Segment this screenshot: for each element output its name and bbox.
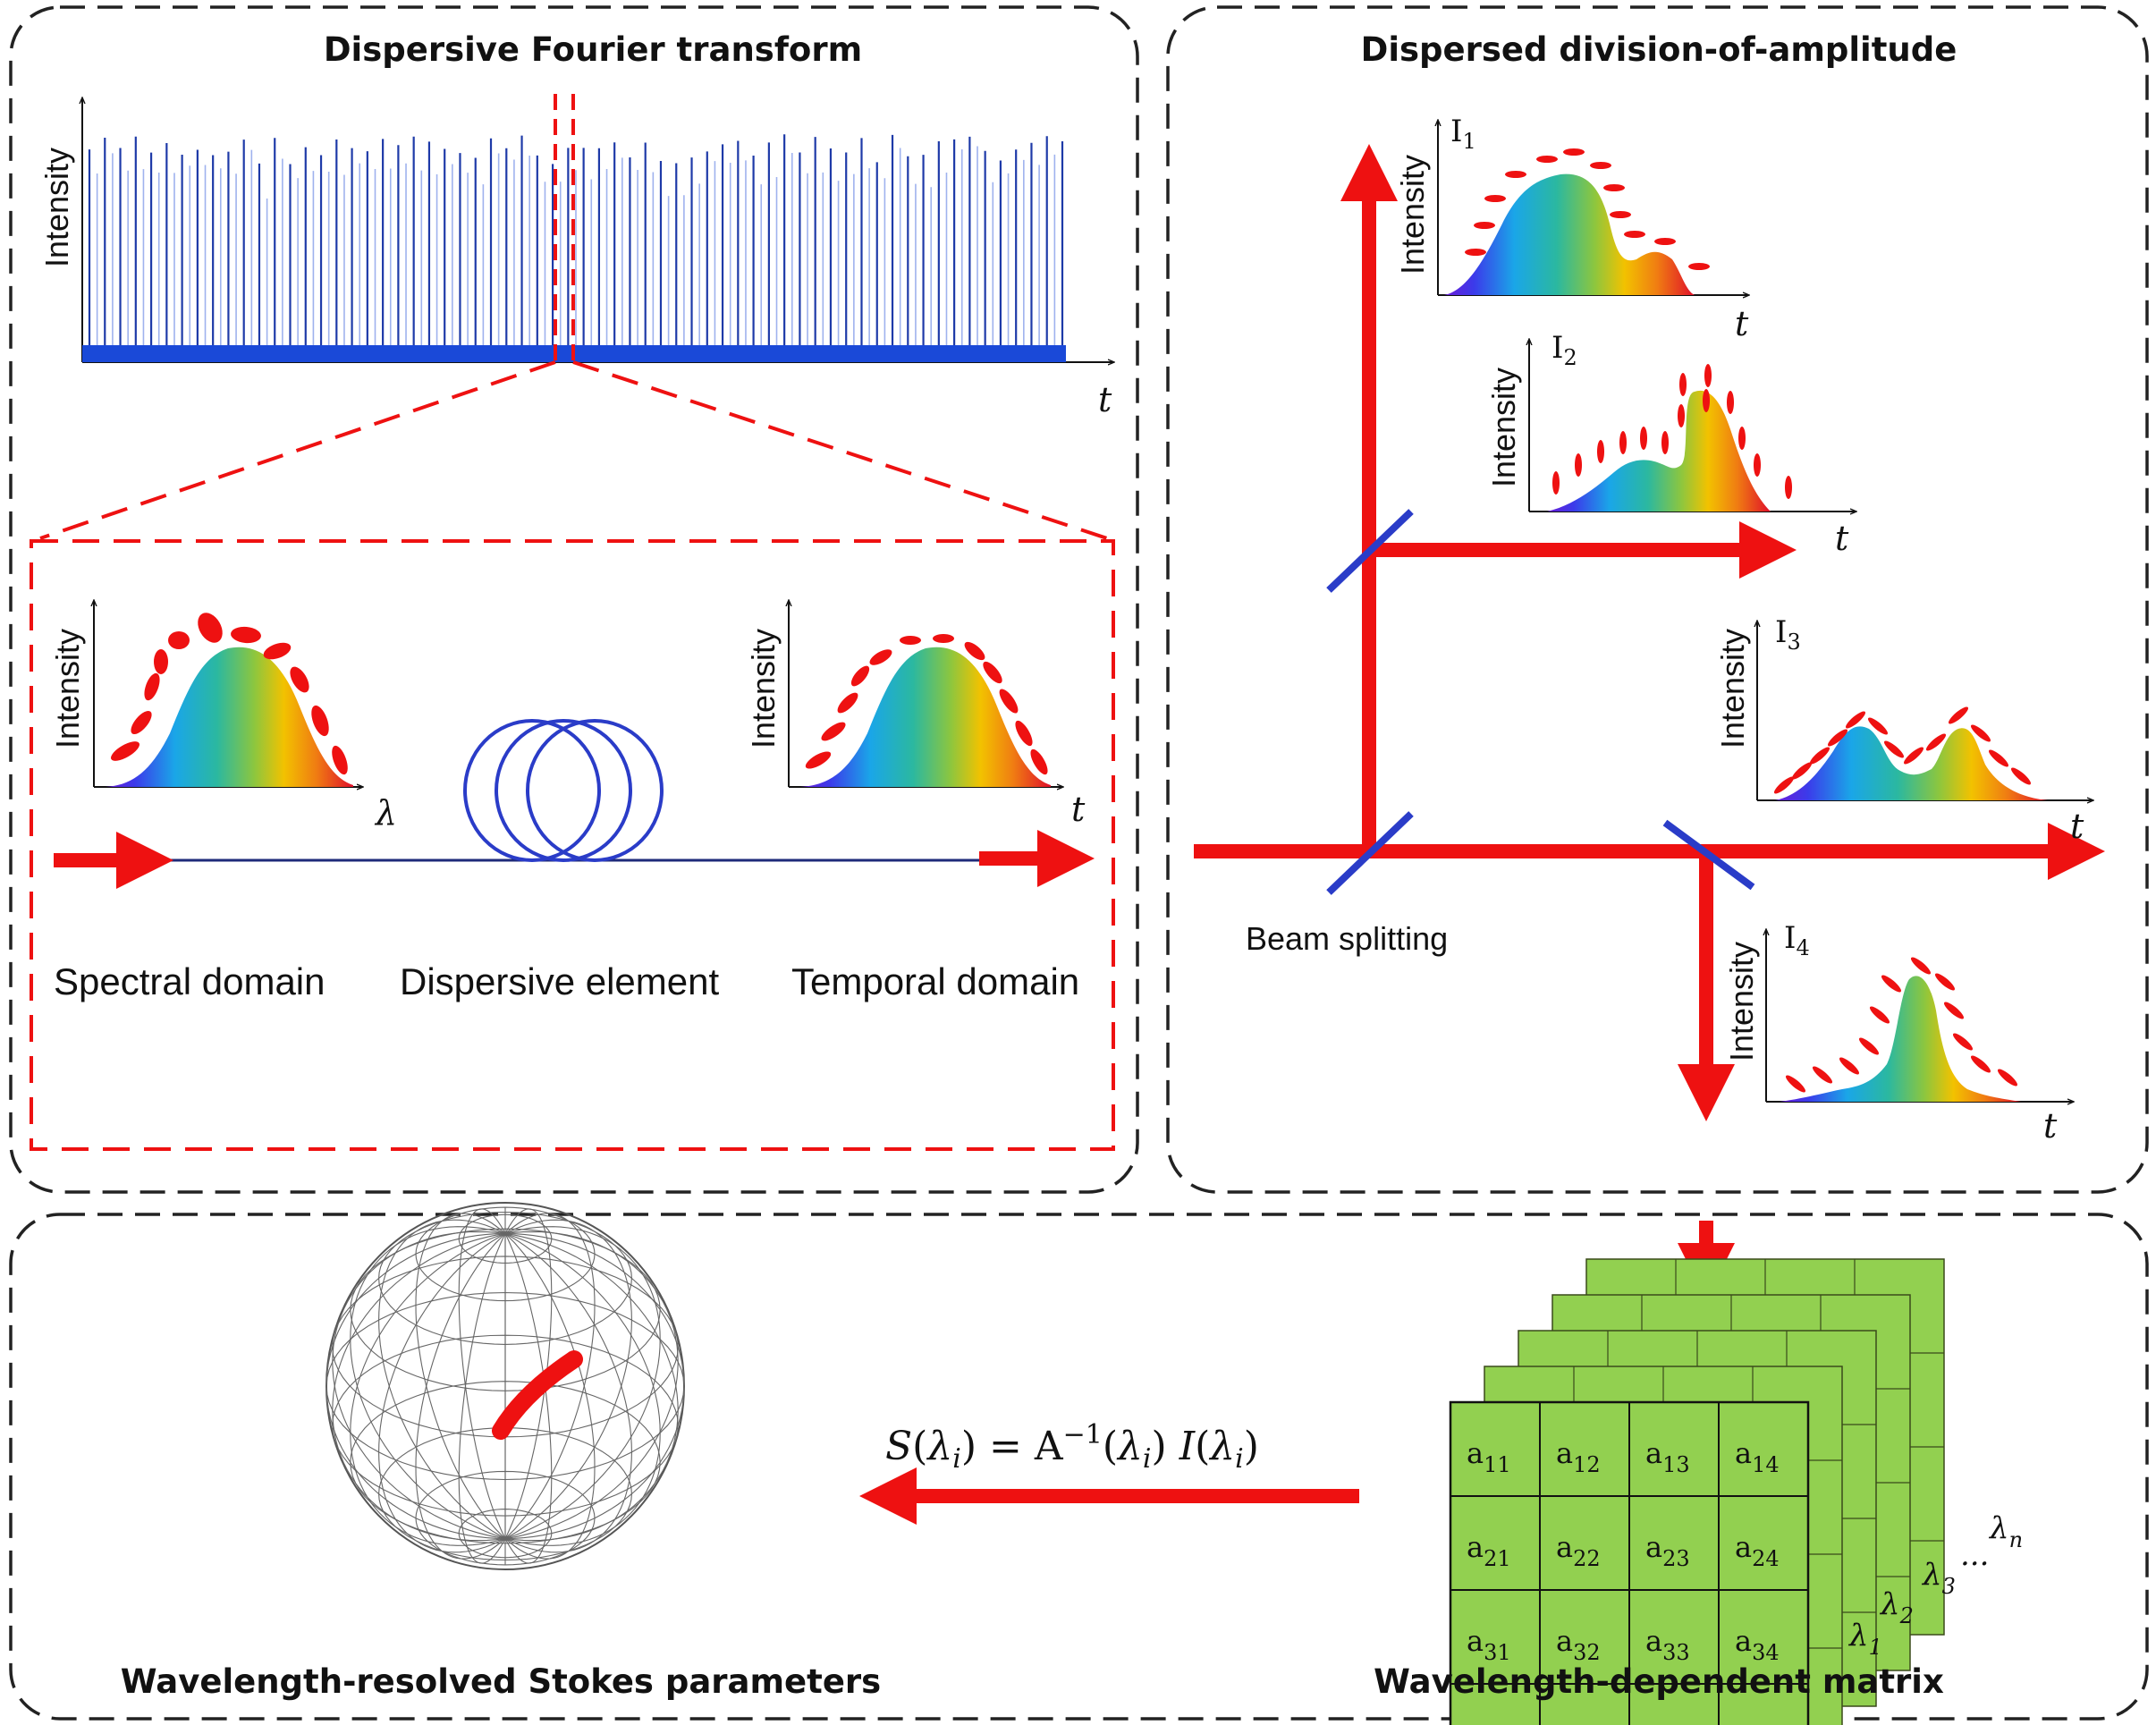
sphere-parallel (326, 1291, 685, 1481)
beam-paths (1194, 144, 2105, 1121)
caption-temporal-domain: Temporal domain (791, 960, 1079, 1002)
matrix-cell: a24 (1735, 1530, 1780, 1571)
matrix-cell: a11 (1467, 1436, 1511, 1477)
panel-bottom-frame (9, 1213, 2149, 1721)
sphere-parallel (350, 1228, 661, 1391)
beam-splitter-1 (1326, 811, 1414, 895)
layer-ellipsis: ... (1960, 1537, 1989, 1573)
sphere-meridian (332, 1230, 506, 1540)
channel-4-ellipses (1785, 957, 2018, 1093)
caption-matrix: Wavelength-dependent matrix (1374, 1662, 1944, 1701)
channel-3-id: I3 (1775, 614, 1801, 655)
matrix-cell: a31 (1467, 1624, 1511, 1665)
channel-2-curve (1547, 390, 1771, 512)
pulse-train-pulses (88, 134, 1064, 345)
channel-4-xlabel: t (2043, 1106, 2058, 1146)
matrix-cell: a41 (1467, 1718, 1511, 1725)
layer-label-2: λ2 (1879, 1586, 1914, 1628)
pulse-train-xlabel: t (1098, 380, 1112, 419)
matrix-cell: a34 (1735, 1624, 1780, 1665)
dft-title: Dispersive Fourier transform (324, 30, 862, 69)
fiber-coil (463, 719, 664, 862)
channel-1-ellipses (1465, 148, 1710, 270)
channel-2-ellipses (1552, 364, 1792, 499)
sphere-meridian (326, 1232, 506, 1540)
poincare-sphere (326, 1202, 685, 1570)
sphere-parallel (332, 1256, 679, 1438)
caption-stokes: Wavelength-resolved Stokes parameters (121, 1662, 881, 1701)
panel-dft-frame (9, 5, 1139, 1194)
channel-4-id: I4 (1784, 920, 1810, 960)
channel-1-id: I1 (1450, 114, 1476, 154)
zoom-line-right (572, 360, 1108, 540)
matrix-stack: a11 a12 a13 a14 a21 a22 a23 a24 a31 a32 a33 a34 a41 a… (1449, 1258, 1945, 1725)
spectral-xlabel: λ (374, 793, 397, 833)
matrix-cell: a42 (1556, 1718, 1601, 1725)
matrix-cell: a21 (1467, 1530, 1511, 1571)
beam-splitting-label: Beam splitting (1246, 920, 1448, 957)
channel-1-xlabel: t (1735, 304, 1749, 343)
channel-2-xlabel: t (1835, 519, 1849, 558)
channel-2-ylabel: Intensity (1485, 368, 1522, 487)
matrix-cell: a44 (1735, 1718, 1780, 1725)
matrix-cell: a33 (1645, 1624, 1690, 1665)
channel-2-id: I2 (1551, 330, 1577, 370)
spectral-plot: Intensity λ (49, 601, 397, 833)
channel-3-ellipses (1773, 706, 2032, 794)
channel-3-xlabel: t (2070, 807, 2084, 846)
channel-plot-4: Intensity t I4 (1723, 920, 2073, 1146)
matrix-cell: a22 (1556, 1530, 1601, 1571)
channel-4-ylabel: Intensity (1723, 942, 1760, 1061)
temporal-polarization-ellipses (805, 634, 1048, 775)
pulse-train-plot: Intensity t (38, 94, 1113, 419)
channel-plot-2: Intensity t I2 (1485, 330, 1856, 558)
pulse-train-ylabel: Intensity (38, 148, 75, 267)
spectral-curve (106, 647, 353, 787)
zoom-box (30, 539, 1115, 1151)
zoom-line-left (39, 360, 556, 540)
beam-splitter-3 (1662, 819, 1755, 891)
matrix-cell: a23 (1645, 1530, 1690, 1571)
channel-3-curve (1775, 726, 2048, 800)
stokes-trajectory (492, 1350, 583, 1440)
matrix-cell: a32 (1556, 1624, 1601, 1665)
temporal-ylabel: Intensity (745, 629, 782, 748)
channel-1-curve (1444, 173, 1695, 295)
beam-splitter-2 (1326, 509, 1414, 593)
channel-plot-3: Intensity t I3 (1714, 614, 2093, 846)
sphere-parallel (350, 1381, 661, 1544)
caption-spectral-domain: Spectral domain (54, 960, 326, 1002)
spectral-ylabel: Intensity (49, 629, 86, 748)
sphere-parallel (458, 1509, 553, 1559)
layer-label-n: λn (1988, 1510, 2023, 1552)
layer-label-3: λ3 (1921, 1557, 1956, 1599)
matrix-layer-front: a11 a12 a13 a14 a21 a22 a23 a24 a31 a32 a33 a34 a41 a… (1449, 1400, 1810, 1725)
spectral-polarization-ellipses (111, 613, 348, 775)
matrix-cell: a43 (1645, 1718, 1690, 1725)
formula: S(λi) = A−1(λi) I(λi) (885, 1419, 1259, 1475)
channel-4-curve (1780, 976, 2021, 1102)
channel-1-ylabel: Intensity (1394, 155, 1431, 275)
sphere-parallel (415, 1470, 596, 1566)
matrix-cell: a12 (1556, 1436, 1601, 1477)
channel-plot-1: Intensity t I1 (1394, 114, 1749, 343)
caption-dispersive-element: Dispersive element (400, 960, 719, 1002)
temporal-curve (800, 647, 1051, 787)
sphere-parallel (415, 1206, 596, 1302)
layer-label-1: λ1 (1847, 1618, 1882, 1660)
channel-3-ylabel: Intensity (1714, 629, 1751, 748)
temporal-plot: Intensity t (745, 601, 1086, 829)
temporal-xlabel: t (1071, 790, 1086, 829)
sphere-parallel (378, 1211, 632, 1345)
sphere-parallel (458, 1213, 553, 1264)
sphere-parallel (332, 1334, 679, 1517)
ddoa-title: Dispersed division-of-amplitude (1361, 30, 1957, 69)
matrix-cell: a14 (1735, 1436, 1780, 1477)
sphere-meridian (332, 1232, 506, 1542)
panel-ddoa-frame (1166, 5, 2149, 1194)
matrix-cell: a13 (1645, 1436, 1690, 1477)
